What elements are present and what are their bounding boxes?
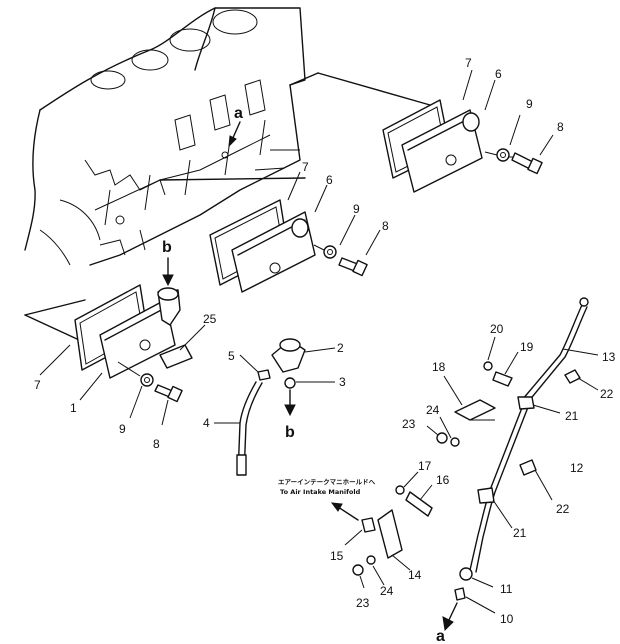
callout-22: 22: [556, 502, 570, 516]
oring-3: [284, 377, 296, 389]
heater-1: [99, 299, 176, 379]
callout-16: 16: [436, 473, 450, 487]
reference-letter-b: b: [162, 239, 172, 256]
callout-9: 9: [353, 202, 360, 216]
annotation-japanese: エアーインテークマニホールドへ: [278, 477, 376, 486]
tube-13: [521, 304, 583, 401]
callout-23: 23: [356, 596, 370, 610]
callout-25: 25: [203, 312, 217, 326]
callout-9: 9: [526, 97, 533, 111]
connector-15: [361, 517, 376, 533]
heater-6-upper: [401, 109, 483, 193]
callout-7: 7: [302, 160, 309, 174]
callout-21: 21: [565, 409, 579, 423]
callout-19: 19: [520, 340, 534, 354]
callout-23: 23: [402, 417, 416, 431]
engine-block: [24, 7, 306, 266]
annotation-air-intake: エアーインテークマニホールドへ To Air Intake Manifold: [278, 477, 376, 496]
reference-b-upper: b: [162, 239, 174, 287]
nipple-5: [257, 369, 271, 381]
callout-7: 7: [34, 378, 41, 392]
sticker-25: [159, 344, 193, 369]
bracket-18: [454, 399, 496, 421]
clamp-14: [377, 509, 403, 559]
bolt-16: [405, 491, 433, 517]
callout-15: 15: [330, 549, 344, 563]
washer-20: [483, 361, 493, 371]
callout-3: 3: [339, 375, 346, 389]
callout-24: 24: [380, 584, 394, 598]
washer-17: [395, 485, 405, 495]
center-fittings: [214, 338, 336, 476]
lower-heater-assembly: [24, 284, 206, 426]
nut-23-upper: [436, 432, 448, 444]
callout-9: 9: [119, 422, 126, 436]
nut-11: [459, 567, 473, 581]
callout-1: 1: [70, 401, 77, 415]
callout-4: 4: [203, 416, 210, 430]
callout-12: 12: [570, 461, 584, 475]
callout-8: 8: [557, 120, 564, 134]
callout-10: 10: [500, 612, 514, 626]
bolt-22-lower: [519, 459, 537, 476]
nut-23-lower: [352, 564, 364, 576]
callout-21: 21: [513, 526, 527, 540]
tube-assembly: [330, 297, 599, 632]
nipple-10: [454, 587, 466, 601]
callout-18: 18: [432, 360, 446, 374]
callout-24: 24: [426, 403, 440, 417]
callout-17: 17: [418, 459, 432, 473]
washer-9-middle: [323, 245, 337, 259]
callout-14: 14: [408, 568, 422, 582]
reference-a-upper: a: [228, 105, 243, 148]
callout-22: 22: [600, 387, 614, 401]
callout-labels: 7 6 9 8 7 6 9 8 7 1 9 8 25 2 5 3 4 13 20…: [34, 56, 616, 626]
callout-7: 7: [465, 56, 472, 70]
callout-5: 5: [228, 349, 235, 363]
bolt-19: [492, 371, 513, 387]
reference-letter-a: a: [234, 105, 243, 122]
callout-11: 11: [500, 582, 513, 596]
washer-9-lower: [140, 373, 154, 387]
bolt-22-upper: [564, 369, 581, 384]
callout-8: 8: [153, 437, 160, 451]
washer-24-lower: [366, 555, 376, 565]
callout-6: 6: [326, 173, 333, 187]
callout-20: 20: [490, 322, 504, 336]
middle-heater-assembly: [159, 171, 381, 293]
callout-2: 2: [337, 341, 344, 355]
hose-4: [243, 382, 263, 476]
annotation-english: To Air Intake Manifold: [280, 488, 361, 496]
reference-letter-a-lower: a: [436, 628, 445, 644]
callout-13: 13: [602, 350, 616, 364]
callout-8: 8: [382, 219, 389, 233]
washer-24-upper: [450, 437, 460, 447]
upper-heater-assembly: [289, 69, 554, 193]
reference-letter-b-lower: b: [285, 424, 295, 441]
callout-6: 6: [495, 67, 502, 81]
